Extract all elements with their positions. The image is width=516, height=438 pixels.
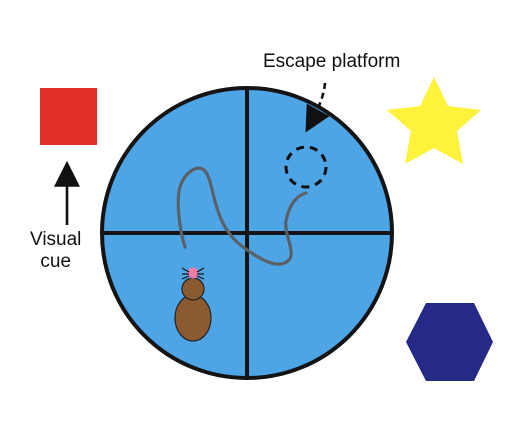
mouse-body: [174, 294, 212, 342]
mouse-whisker-left-1: [181, 267, 190, 273]
square-icon: [40, 88, 97, 145]
swim-path: [176, 166, 308, 266]
escape-platform-arrow: [305, 82, 330, 133]
visual-cue-label-line-1: Visual: [30, 229, 82, 250]
pool: [100, 86, 394, 380]
hexagon-icon: [406, 303, 493, 381]
mouse-whisker-right-3: [196, 275, 205, 280]
mouse-head: [181, 277, 205, 301]
mouse-icon: [174, 267, 212, 342]
mouse-nose: [187, 267, 199, 279]
visual-cue-label: Visual cue: [30, 229, 81, 273]
escape-platform-label: Escape platform: [263, 51, 401, 72]
mouse-whisker-left-3: [181, 275, 190, 280]
mouse-whisker-right-1: [196, 267, 205, 273]
escape-platform-target: [284, 145, 328, 189]
visual-cue-label-line-2: cue: [40, 250, 72, 272]
star-icon: [387, 77, 481, 164]
